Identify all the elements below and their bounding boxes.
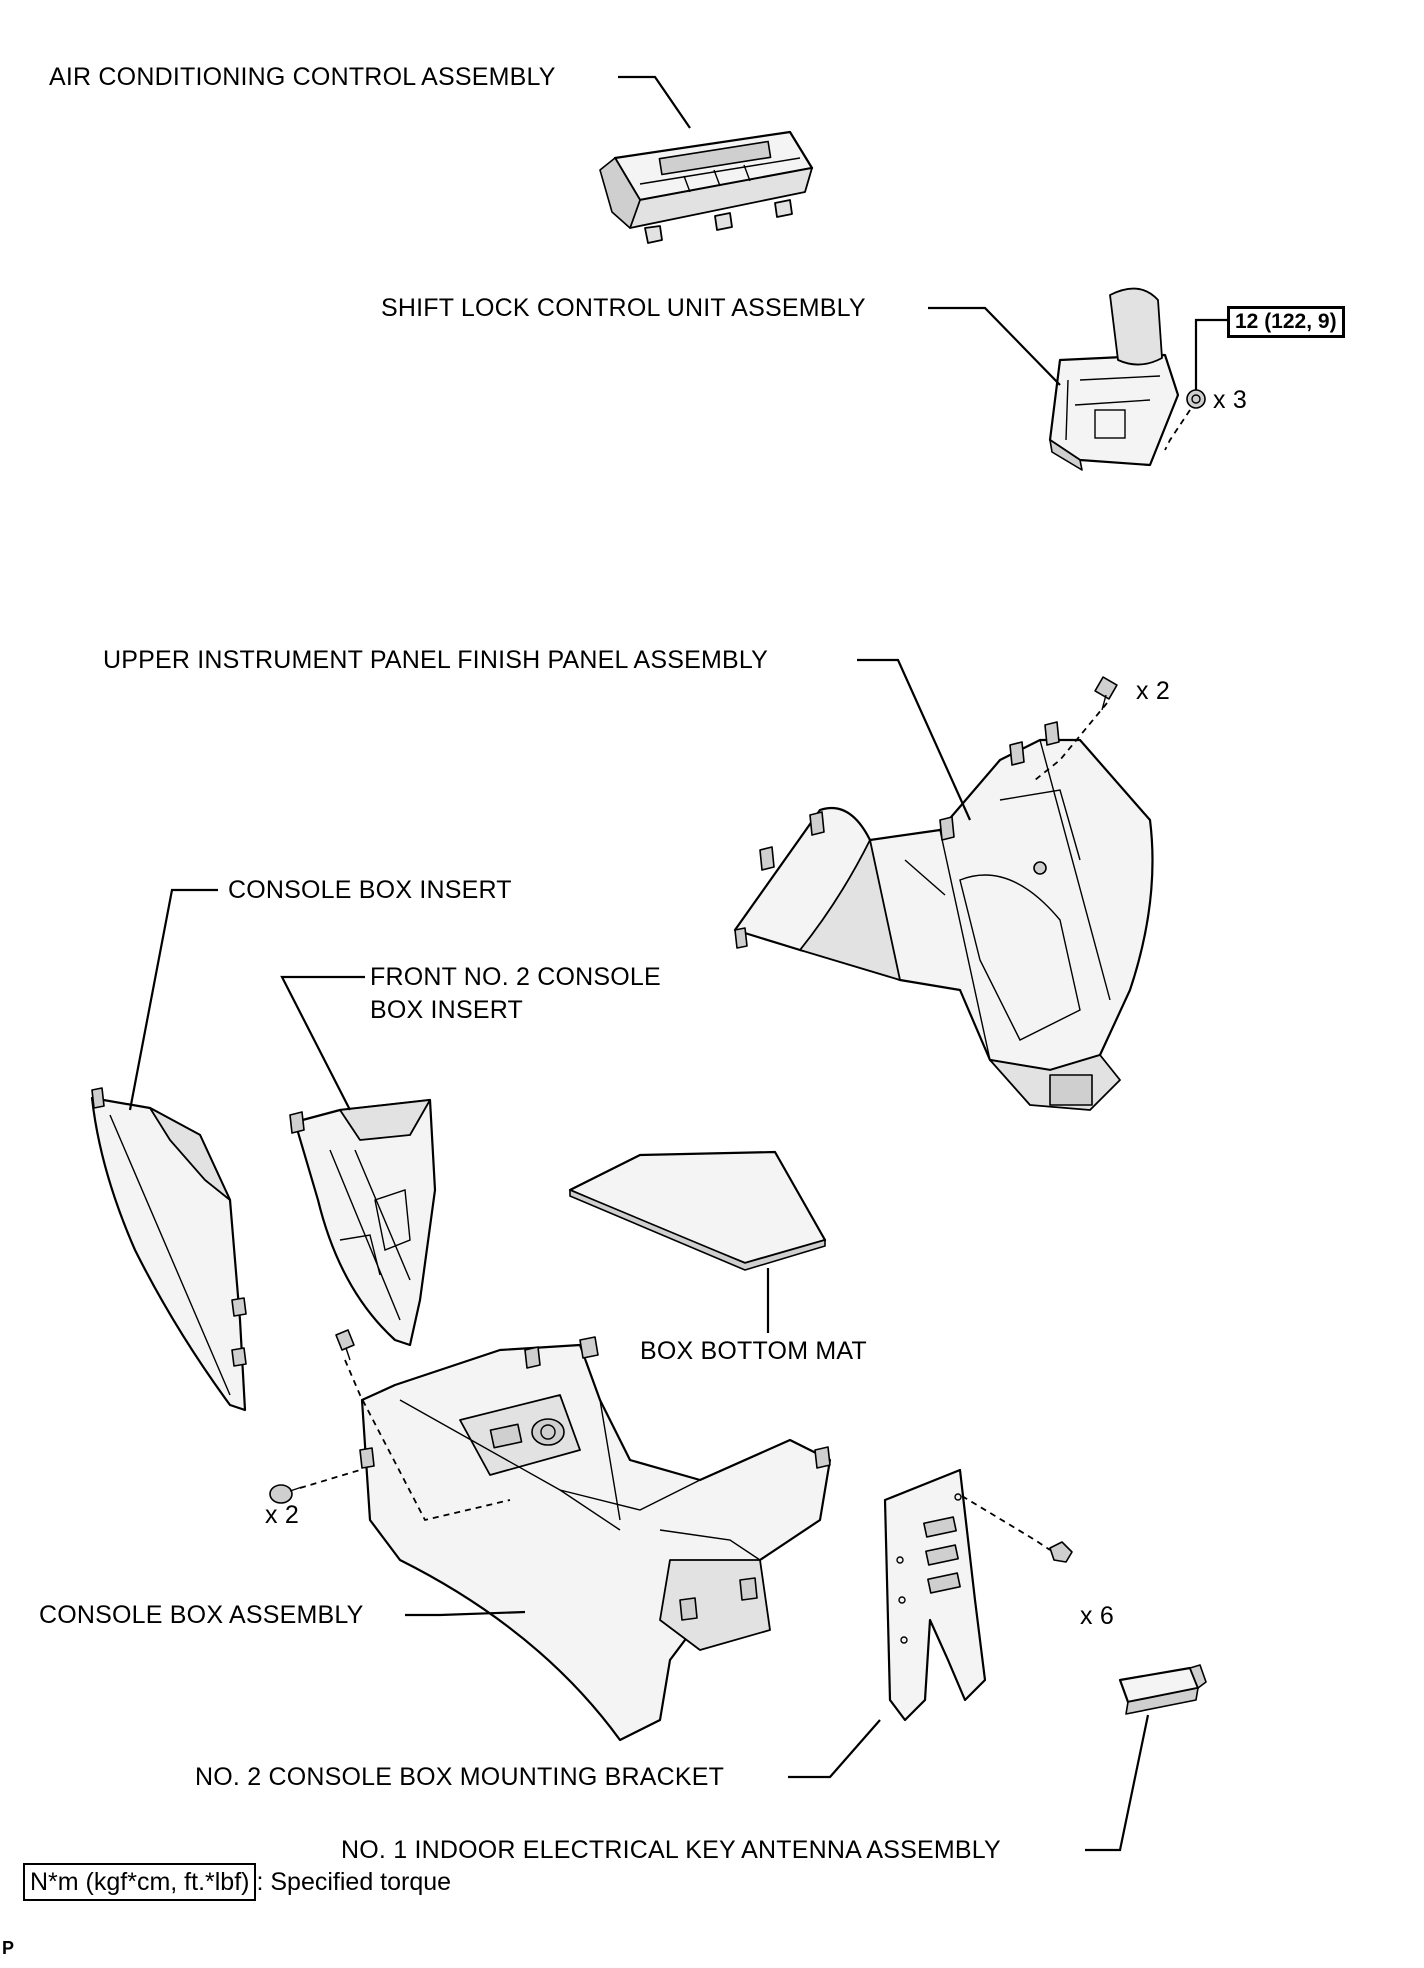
console-box-assembly-part xyxy=(359,1336,832,1742)
legend-unit-box: N*m (kgf*cm, ft.*lbf) xyxy=(23,1863,257,1901)
legend-description: : Specified torque xyxy=(256,1868,452,1896)
leader-air-conditioning xyxy=(618,75,691,129)
count-bracket-bolts: x 6 xyxy=(1080,1602,1114,1630)
label-front-no2-console-line2: BOX INSERT xyxy=(370,996,523,1024)
console-clip-top-part xyxy=(335,1329,355,1361)
label-front-no2-console-line1: FRONT NO. 2 CONSOLE xyxy=(370,963,661,991)
label-shift-lock-control-unit-assembly: SHIFT LOCK CONTROL UNIT ASSEMBLY xyxy=(381,294,866,322)
dash-bracket-bolt xyxy=(961,1495,1051,1551)
label-no1-indoor-electrical-key-antenna-assembly: NO. 1 INDOOR ELECTRICAL KEY ANTENNA ASSE… xyxy=(341,1836,1001,1864)
leader-front-no2-insert xyxy=(280,975,365,1111)
leader-shift-lock xyxy=(928,306,1061,386)
mounting-bracket-part xyxy=(883,1468,987,1722)
leader-torque xyxy=(1194,318,1227,390)
label-upper-instrument-panel-finish-panel-assembly: UPPER INSTRUMENT PANEL FINISH PANEL ASSE… xyxy=(103,646,768,674)
torque-legend: N*m (kgf*cm, ft.*lbf): Specified torque xyxy=(23,1863,451,1901)
shift-lock-control-part xyxy=(1048,287,1206,471)
dash-shift-lock-nut xyxy=(1164,409,1191,451)
label-console-box-insert: CONSOLE BOX INSERT xyxy=(228,876,512,904)
leader-console-box-assembly xyxy=(405,1610,526,1617)
label-console-box-assembly: CONSOLE BOX ASSEMBLY xyxy=(39,1601,364,1629)
footer-code: P xyxy=(2,1938,15,1958)
dash-console-clip-left xyxy=(299,1469,361,1489)
leader-mounting-bracket xyxy=(788,1719,881,1779)
box-bottom-mat-part xyxy=(568,1150,827,1271)
front-no2-insert-part xyxy=(289,1098,437,1347)
console-box-insert-part xyxy=(90,1087,247,1412)
count-shift-lock-nuts: x 3 xyxy=(1213,386,1247,414)
leader-console-box-insert xyxy=(128,888,218,1111)
count-console-clips: x 2 xyxy=(265,1501,299,1529)
dash-upper-panel-screw xyxy=(1034,702,1108,781)
label-no2-console-box-mounting-bracket: NO. 2 CONSOLE BOX MOUNTING BRACKET xyxy=(195,1763,725,1791)
bracket-bolt-part xyxy=(1049,1541,1073,1563)
leader-key-antenna xyxy=(1085,1714,1150,1852)
dash-console-clip-top xyxy=(344,1359,511,1522)
air-conditioning-control-part xyxy=(599,130,814,244)
console-clip-left-part xyxy=(269,1484,303,1504)
torque-spec-box: 12 (122, 9) xyxy=(1227,306,1345,338)
key-antenna-part xyxy=(1118,1664,1207,1715)
upper-panel-part xyxy=(733,721,1154,1111)
count-upper-panel-screws: x 2 xyxy=(1136,677,1170,705)
leader-upper-panel xyxy=(857,658,972,821)
upper-panel-screw-part xyxy=(1094,676,1118,711)
label-box-bottom-mat: BOX BOTTOM MAT xyxy=(640,1337,867,1365)
label-air-conditioning-control-assembly: AIR CONDITIONING CONTROL ASSEMBLY xyxy=(49,63,556,91)
